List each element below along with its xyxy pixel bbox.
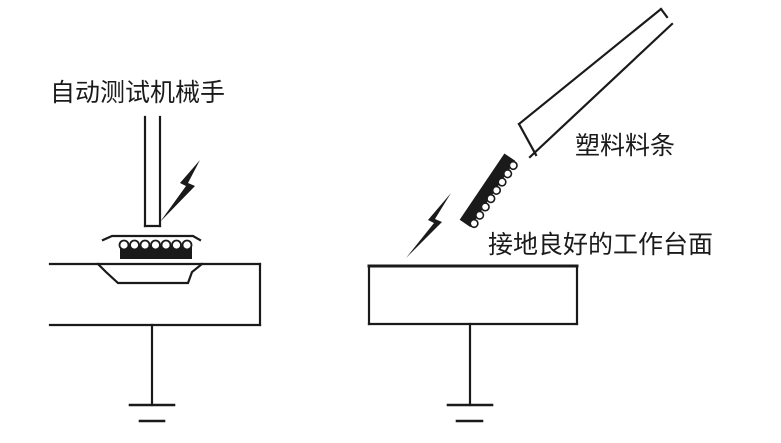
chip-pin	[129, 239, 140, 251]
chip-socket	[101, 234, 202, 242]
ic-chip-icon	[118, 239, 193, 259]
chip-pin	[469, 218, 479, 229]
chip-pin	[181, 239, 193, 251]
right-lightning-bolt-icon	[406, 193, 451, 258]
right-ground-symbol-icon	[446, 322, 494, 423]
chip-pin	[497, 177, 507, 187]
right-assembly	[367, 7, 674, 423]
chip-pin	[160, 239, 172, 251]
chip-pin	[118, 239, 130, 251]
plastic-strip-label: 塑料料条	[575, 131, 676, 160]
test-arm-label: 自动测试机械手	[50, 78, 226, 107]
left-assembly	[48, 115, 262, 423]
chip-pin	[475, 210, 485, 220]
chip-pin	[486, 194, 496, 204]
chip-pin	[503, 169, 513, 179]
chip-pin	[150, 239, 161, 251]
chip-pin	[480, 202, 490, 212]
chip-pin	[491, 185, 502, 195]
chip-pin	[508, 160, 518, 171]
plastic-strip-tube	[517, 7, 674, 159]
left-work-surface	[48, 262, 262, 327]
test-arm-rod	[143, 115, 162, 228]
left-lightning-bolt-icon	[160, 160, 200, 222]
chip-pin	[139, 239, 151, 251]
grounded-surface-label: 接地良好的工作台面	[488, 230, 714, 259]
right-work-surface	[367, 264, 579, 326]
chip-pin	[171, 239, 182, 251]
sliding-ic-chip-icon	[459, 153, 518, 229]
left-ground-symbol-icon	[128, 323, 176, 423]
